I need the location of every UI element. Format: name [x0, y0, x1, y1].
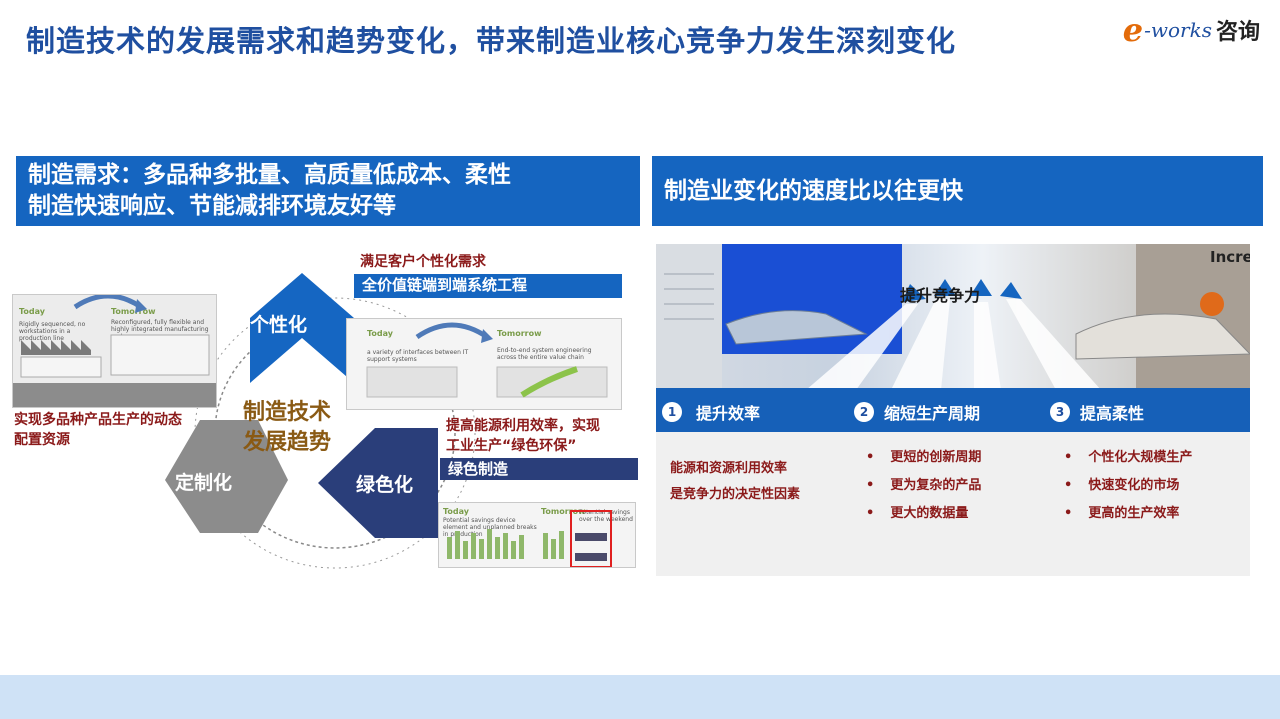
perspective-arrows	[806, 299, 1101, 390]
img1-arrow	[73, 295, 143, 310]
img3-graphics	[447, 510, 612, 567]
col3-item: 更高的生产效率	[1064, 500, 1192, 528]
eworks-logo: e -works 咨询	[1122, 11, 1260, 49]
img3-caption-today: Potential savings device element and unp…	[443, 517, 537, 538]
factory-image: Today Tomorrow Rigidly sequenced, no wor…	[12, 294, 217, 408]
img3-today: Today	[443, 507, 469, 516]
col2-list: 更短的创新周期 更为复杂的产品 更大的数据量	[866, 444, 981, 528]
energy-chart-image: Today Tomorrow Potential savings device …	[438, 502, 636, 568]
dynamic-caption: 实现多品种产品生产的动态 配置资源	[14, 410, 182, 450]
label-green: 绿色化	[356, 474, 414, 496]
strip-label-2: 缩短生产周期	[884, 404, 981, 423]
hex-personalized	[250, 273, 354, 383]
personal-bar: 全价值链端到端系统工程	[354, 274, 622, 298]
center-line2: 发展趋势	[242, 430, 331, 455]
img1-graphics	[13, 295, 216, 407]
col1-text: 能源和资源利用效率 是竞争力的决定性因素	[670, 456, 800, 508]
strip-label-3: 提高柔性	[1080, 404, 1145, 423]
col2-item: 更大的数据量	[866, 500, 981, 528]
strip-item-2: 2 缩短生产周期	[854, 400, 980, 424]
img3-highlight	[570, 510, 612, 567]
strip-num-3: 3	[1050, 402, 1070, 422]
strip-num-1: 1	[662, 402, 682, 422]
energy-caption: 提高能源利用效率，实现 工业生产“绿色环保”	[446, 416, 600, 456]
benefit-details: 能源和资源利用效率 是竞争力的决定性因素 更短的创新周期 更为复杂的产品 更大的…	[656, 432, 1250, 576]
photo-overlay-title: 提升竞争力	[900, 286, 981, 305]
img2-caption-tomorrow: End-to-end system engineering across the…	[497, 347, 592, 361]
center-line1: 制造技术	[242, 400, 331, 425]
value-chain-image: Today Tomorrow a variety of interfaces b…	[346, 318, 622, 410]
personal-need-caption: 满足客户个性化需求	[360, 254, 486, 270]
img3-tomorrow: Tomorrow	[541, 507, 586, 516]
trend-diagram	[165, 273, 476, 569]
col3-list: 个性化大规模生产 快速变化的市场 更高的生产效率	[1064, 444, 1192, 528]
dynamic-line2: 配置资源	[14, 432, 70, 448]
energy-line2: 工业生产“绿色环保”	[446, 438, 577, 454]
strip-num-2: 2	[854, 402, 874, 422]
logo-e: e	[1122, 11, 1144, 49]
hex-green	[318, 428, 438, 538]
photo-graphics	[656, 244, 1250, 390]
left-banner-line2: 制造快速响应、节能减排环境友好等	[28, 193, 396, 219]
right-banner: 制造业变化的速度比以往更快	[652, 156, 1263, 226]
img1-caption-today: Rigidly sequenced, no workstations in a …	[19, 321, 86, 342]
img1-sawtooth	[21, 340, 91, 355]
img2-tomorrow: Tomorrow	[497, 329, 542, 338]
left-banner: 制造需求：多品种多批量、高质量低成本、柔性 制造快速响应、节能减排环境友好等	[16, 156, 640, 226]
img1-tomorrow: Tomorrow	[111, 307, 156, 316]
photo-corner-text: Increa	[1210, 248, 1250, 266]
logo-works: -works	[1144, 18, 1212, 42]
strip-item-1: 1 提升效率	[662, 400, 760, 424]
col3-item: 个性化大规模生产	[1064, 444, 1192, 472]
arrow-heads	[902, 279, 1022, 302]
center-trend: 制造技术 发展趋势	[232, 398, 342, 458]
page-title: 制造技术的发展需求和趋势变化，带来制造业核心竞争力发生深刻变化	[26, 24, 957, 58]
img3-caption-tomorrow: Potential savings over the weekend	[579, 509, 633, 523]
col2-item: 更为复杂的产品	[866, 472, 981, 500]
col1-line1: 能源和资源利用效率	[670, 461, 788, 476]
label-customized: 定制化	[175, 472, 233, 494]
col1-line2: 是竞争力的决定性因素	[670, 487, 801, 502]
col3-item: 快速变化的市场	[1064, 472, 1192, 500]
footer-band	[0, 675, 1280, 719]
label-personalized: 个性化	[250, 314, 308, 336]
dynamic-line1: 实现多品种产品生产的动态	[14, 412, 182, 428]
img2-caption-today: a variety of interfaces between IT suppo…	[367, 349, 469, 363]
left-banner-line1: 制造需求：多品种多批量、高质量低成本、柔性	[28, 162, 511, 188]
energy-line1: 提高能源利用效率，实现	[446, 418, 600, 434]
hex-customized	[165, 420, 288, 533]
col2-item: 更短的创新周期	[866, 444, 981, 472]
logo-zixun: 咨询	[1215, 20, 1260, 45]
orbit-outer	[194, 297, 476, 569]
img2-graphics	[366, 322, 608, 398]
competitiveness-photo: 提升竞争力 Increa	[656, 244, 1250, 390]
strip-item-3: 3 提高柔性	[1050, 400, 1144, 424]
img2-today: Today	[367, 329, 393, 338]
strip-label-1: 提升效率	[696, 404, 761, 423]
green-bar: 绿色制造	[440, 458, 638, 480]
benefit-strip: 1 提升效率 2 缩短生产周期 3 提高柔性	[656, 388, 1250, 432]
img1-today: Today	[19, 307, 45, 316]
